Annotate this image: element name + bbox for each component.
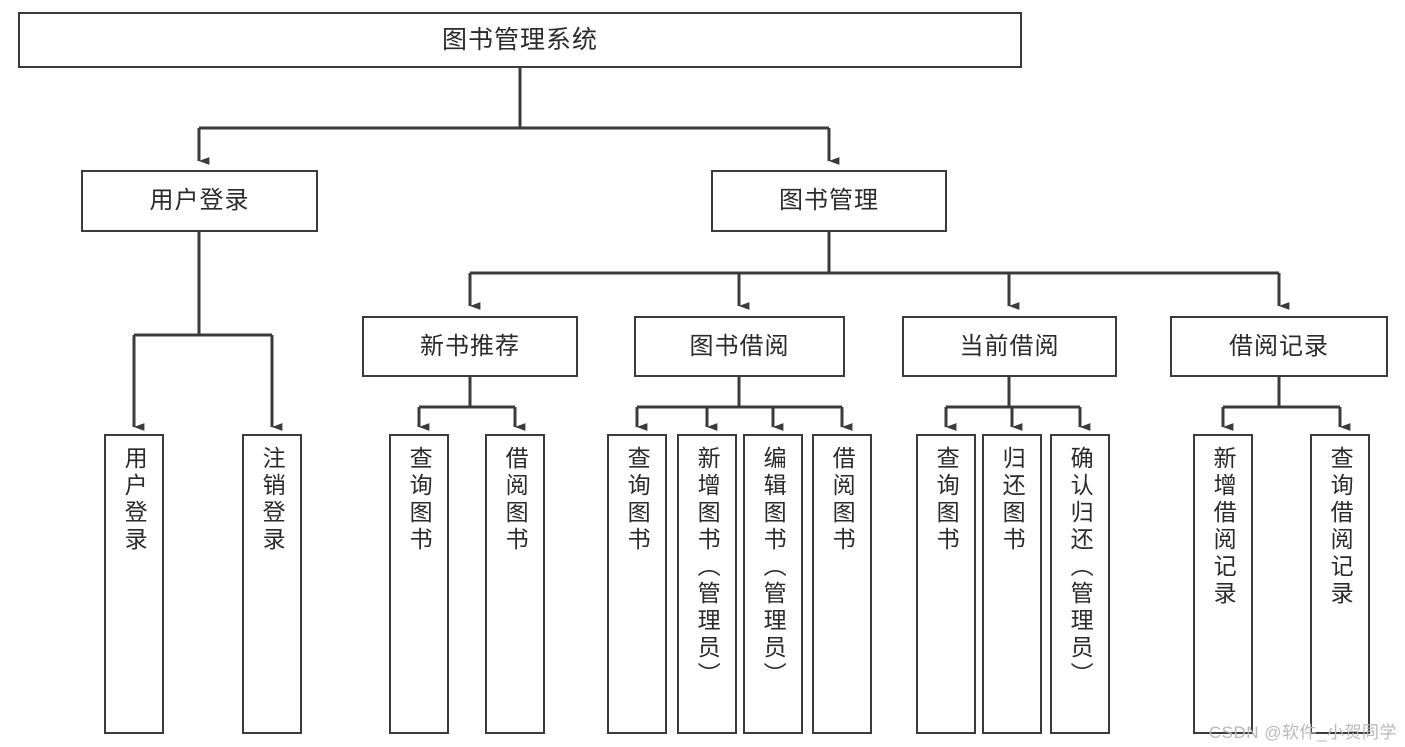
node-label: 确认归还（管理员） [1067,446,1094,689]
node-label: 新书推荐 [420,332,520,360]
leaf-add-borrow-record[interactable]: 新增借阅记录 [1193,434,1253,734]
node-label: 用户登录 [149,187,250,214]
node-label: 图书管理 [779,187,879,214]
leaf-add-book-admin[interactable]: 新增图书（管理员） [677,434,737,734]
node-label: 借阅图书 [502,446,529,554]
node-label: 用户登录 [121,446,148,554]
node-label: 借阅图书 [829,446,856,554]
node-label: 新增图书（管理员） [694,446,721,689]
node-book-management[interactable]: 图书管理 [711,170,947,232]
node-label: 归还图书 [999,446,1026,554]
node-borrow-record[interactable]: 借阅记录 [1170,316,1388,377]
leaf-query-book-current[interactable]: 查询图书 [916,434,976,734]
node-label: 借阅记录 [1229,332,1329,360]
node-label: 新增借阅记录 [1210,446,1237,608]
leaf-confirm-return-admin[interactable]: 确认归还（管理员） [1050,434,1110,734]
node-label: 注销登录 [259,446,286,554]
leaf-query-book-recommend[interactable]: 查询图书 [389,434,449,734]
leaf-edit-book-admin[interactable]: 编辑图书（管理员） [743,434,803,734]
node-label: 图书借阅 [689,332,790,360]
node-label: 查询图书 [933,446,960,554]
leaf-user-login[interactable]: 用户登录 [104,434,164,734]
node-book-borrow[interactable]: 图书借阅 [634,316,845,377]
node-current-borrow[interactable]: 当前借阅 [902,316,1117,377]
node-label: 查询图书 [406,446,433,554]
leaf-query-book-borrow[interactable]: 查询图书 [607,434,667,734]
leaf-logout-login[interactable]: 注销登录 [242,434,302,734]
node-root-book-management-system[interactable]: 图书管理系统 [18,12,1022,68]
node-user-login[interactable]: 用户登录 [81,170,318,232]
node-label: 当前借阅 [959,332,1060,360]
leaf-query-borrow-record[interactable]: 查询借阅记录 [1310,434,1370,734]
node-label: 编辑图书（管理员） [760,446,787,689]
node-label: 查询借阅记录 [1327,446,1354,608]
node-new-book-recommend[interactable]: 新书推荐 [362,316,578,377]
leaf-return-book[interactable]: 归还图书 [982,434,1042,734]
node-label: 图书管理系统 [441,25,598,54]
leaf-borrow-book[interactable]: 借阅图书 [812,434,872,734]
node-label: 查询图书 [624,446,651,554]
leaf-borrow-book-recommend[interactable]: 借阅图书 [485,434,545,734]
